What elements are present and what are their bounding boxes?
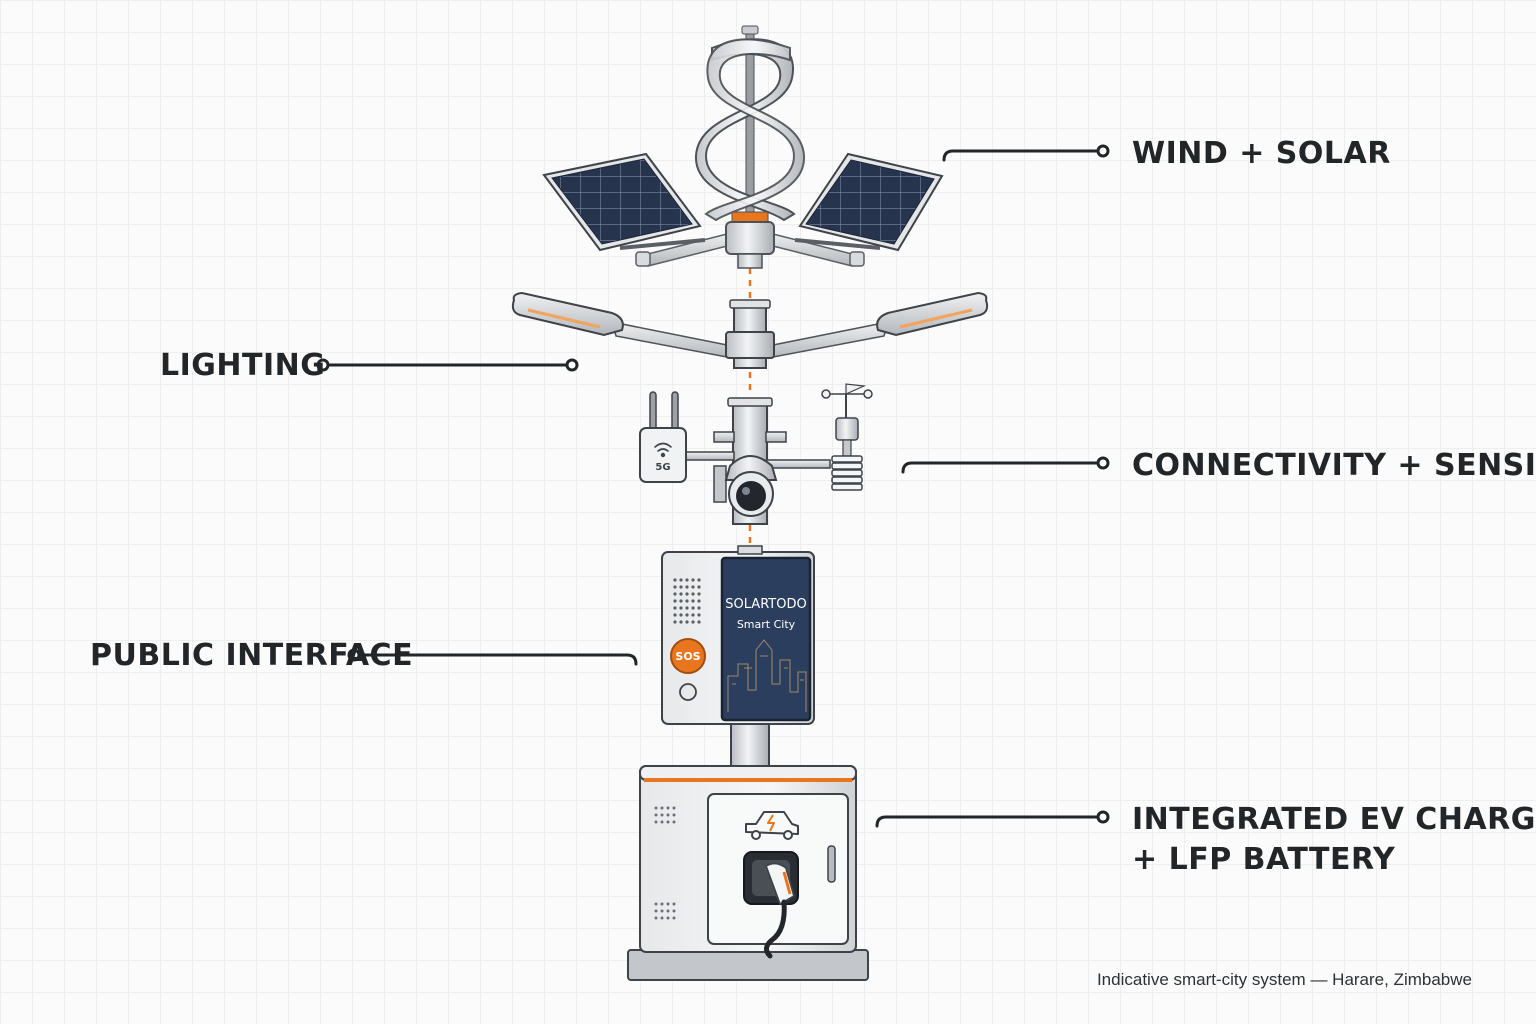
interface-leader: [357, 653, 638, 666]
sos-button-icon: SOS: [670, 638, 706, 674]
screen-subtitle: Smart City: [737, 618, 796, 631]
charging-plug-icon: [743, 851, 799, 959]
display-screen: [720, 556, 812, 722]
security-camera-icon: [713, 455, 778, 517]
connectivity-leader: [901, 461, 1100, 474]
lighting-label: LIGHTING: [160, 348, 326, 383]
location-caption: Indicative smart-city system — Harare, Z…: [1096, 970, 1472, 989]
lighting-module: [511, 291, 989, 369]
ev-charging-label: INTEGRATED EV CHARGING: [1132, 802, 1536, 837]
call-button: [679, 683, 697, 701]
wind-solar-leader: [942, 149, 1100, 162]
wind-solar-module: [542, 25, 944, 269]
ev-charging-cabinet: [627, 765, 869, 981]
callout-lines: [316, 144, 1110, 828]
sos-label: SOS: [675, 650, 700, 663]
5g-router-icon: 5G: [639, 391, 687, 483]
anemometer-icon: [821, 383, 873, 420]
connectivity-module: 5G: [639, 383, 873, 525]
vent-grille: [654, 806, 676, 920]
public-interface-module: SOS SOLARTODO Smart City: [661, 545, 815, 725]
weather-station-icon: [821, 383, 873, 491]
lower-pole: [730, 723, 770, 769]
ev-car-icon: [745, 811, 799, 840]
street-light-icon: [511, 291, 624, 337]
connectivity-label: CONNECTIVITY + SENSING: [1132, 448, 1536, 483]
door-handle: [827, 845, 836, 883]
public-interface-label: PUBLIC INTERFACE: [90, 638, 414, 673]
speaker-grille: [673, 578, 701, 624]
street-light-icon: [876, 291, 989, 337]
ev-leader: [875, 815, 1100, 828]
solar-panel-icon: [794, 152, 944, 252]
city-skyline: [727, 639, 807, 712]
screen-brand: SOLARTODO: [725, 597, 806, 612]
solar-panel-icon: [542, 152, 706, 252]
wind-solar-label: WIND + SOLAR: [1132, 136, 1391, 171]
lfp-battery-label: + LFP BATTERY: [1132, 842, 1396, 877]
router-label: 5G: [655, 462, 670, 473]
wind-turbine-icon: [694, 25, 806, 269]
wifi-icon: [654, 442, 672, 458]
